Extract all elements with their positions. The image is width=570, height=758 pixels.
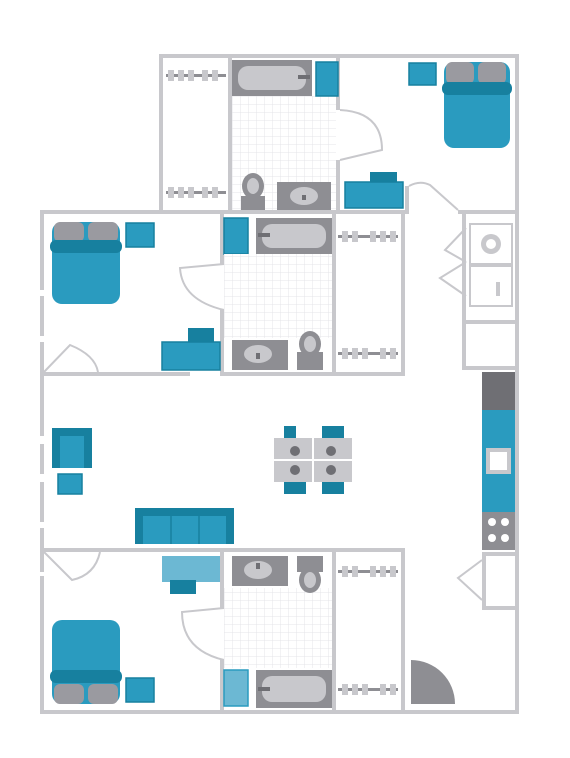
wall: [515, 54, 519, 714]
laundry: [469, 223, 513, 307]
stove: [482, 512, 515, 550]
toilet: [297, 556, 323, 593]
desk: [344, 172, 404, 209]
bathtub: [232, 60, 312, 96]
closet-middle: [338, 231, 398, 359]
bathtub: [256, 218, 332, 254]
refrigerator: [482, 372, 515, 410]
wall: [40, 552, 44, 572]
wall: [40, 444, 44, 474]
wall: [159, 210, 409, 214]
sink: [232, 556, 288, 586]
bed: [442, 62, 512, 148]
wall: [332, 214, 336, 374]
doors: [43, 109, 483, 661]
bed: [50, 620, 122, 704]
door-swing: [43, 551, 101, 582]
side-table: [57, 473, 83, 495]
door-swing: [180, 607, 225, 661]
bathroom-cabinet: [223, 669, 249, 707]
door-swing: [443, 227, 467, 263]
wall: [40, 548, 100, 552]
wall: [40, 372, 190, 376]
toilet: [241, 173, 265, 210]
wall: [159, 54, 163, 214]
desk: [161, 328, 221, 371]
door-swing: [438, 261, 467, 297]
closet-bottom: [338, 566, 398, 695]
door-swing: [178, 263, 225, 311]
wall: [228, 58, 232, 210]
wall: [40, 376, 44, 436]
walls: [40, 54, 519, 714]
wall: [100, 548, 405, 552]
door-swing: [456, 559, 483, 601]
wall: [40, 342, 44, 372]
wall: [401, 548, 405, 710]
bathroom-floor: [224, 254, 332, 338]
toilet: [297, 331, 323, 370]
door-swing: [408, 181, 459, 211]
wall: [40, 576, 44, 714]
wall: [405, 186, 409, 214]
wall: [40, 482, 44, 522]
sink: [277, 182, 331, 210]
entry-door: [411, 660, 455, 704]
wall: [462, 214, 466, 324]
bathroom-cabinet: [315, 61, 339, 97]
nightstand: [125, 222, 155, 248]
wall: [40, 528, 44, 548]
wall: [401, 210, 405, 376]
sink: [232, 340, 288, 370]
desk: [162, 556, 220, 594]
wall: [336, 160, 340, 210]
dining-table: [274, 426, 352, 494]
bathroom-cabinet: [223, 217, 249, 255]
wall: [40, 710, 519, 714]
bed: [50, 222, 122, 304]
wall: [462, 320, 519, 324]
wall: [458, 210, 519, 214]
bathroom-floor: [224, 588, 332, 668]
wall: [159, 54, 519, 58]
sofa: [135, 508, 234, 544]
nightstand: [408, 62, 437, 86]
kitchen-counter: [482, 410, 515, 512]
wall: [40, 210, 163, 214]
wall: [462, 324, 466, 370]
nightstand: [125, 677, 155, 703]
wall: [462, 366, 519, 370]
wall: [220, 214, 224, 264]
armchair: [52, 428, 92, 468]
wall: [220, 310, 224, 376]
wall: [220, 660, 224, 710]
wall: [220, 372, 405, 376]
door-swing: [339, 109, 384, 161]
wall: [220, 552, 224, 608]
wall: [40, 210, 44, 290]
door-swing: [43, 343, 99, 373]
wall: [332, 552, 336, 712]
wall: [40, 296, 44, 336]
wall: [482, 606, 519, 610]
wall: [482, 552, 519, 556]
wall: [482, 552, 486, 610]
closet-top: [166, 70, 226, 198]
bathtub: [256, 670, 332, 708]
